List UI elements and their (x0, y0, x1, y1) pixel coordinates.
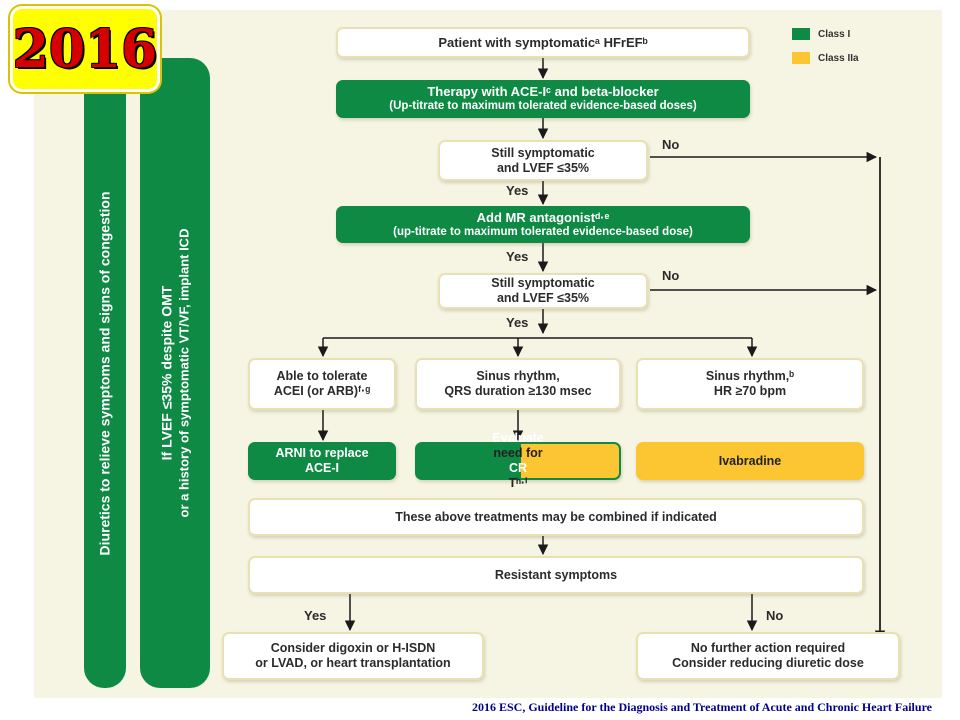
therapy-box: Therapy with ACE-Iᶜ and beta-blocker (Up… (336, 80, 750, 118)
ivabradine-text: Ivabradine (718, 453, 782, 468)
legend-class-1: Class I (792, 28, 850, 40)
crt-t: Tʰ·ⁱ (508, 476, 528, 490)
icd-text: If LVEF ≤35% despite OMT or a history of… (158, 229, 192, 518)
patient-text: Patient with symptomaticᵃ HFrEFᵇ (438, 35, 648, 50)
still1-line1: Still symptomatic (491, 145, 595, 160)
year-text: 2016 (12, 18, 158, 80)
combined-box: These above treatments may be combined i… (248, 498, 864, 536)
no-further-action-box: No further action required Consider redu… (636, 632, 900, 680)
acei-line2: ACEI (or ARB)ᶠ·ᵍ (273, 384, 371, 398)
mra-box: Add MR antagonistᵈ·ᵉ (up-titrate to maxi… (336, 206, 750, 243)
icd-text-line2: or a history of symptomatic VT/VF, impla… (176, 228, 191, 518)
therapy-line2: (Up-titrate to maximum tolerated evidenc… (389, 100, 697, 112)
legend-label: Class IIa (818, 52, 859, 64)
label-no-3: No (766, 608, 784, 623)
year-badge: 2016 (10, 6, 160, 92)
legend-label: Class I (818, 28, 851, 40)
crt-need-for: need for (493, 446, 543, 460)
arni-line1: ARNI to replace (275, 446, 369, 460)
sinus-hr-line1: Sinus rhythm,ᵇ (705, 369, 795, 383)
label-yes-4: Yes (304, 608, 327, 623)
source-caption: 2016 ESC, Guideline for the Diagnosis an… (471, 700, 932, 714)
label-no-1: No (662, 137, 680, 152)
still1-line2: and LVEF ≤35% (496, 160, 590, 175)
label-yes-1: Yes (506, 183, 529, 198)
digoxin-line2: or LVAD, or heart transplantation (255, 656, 451, 670)
crt-cr: CR (508, 461, 528, 475)
label-no-2: No (662, 268, 680, 283)
acei-line1: Able to tolerate (276, 369, 368, 383)
still-symptomatic-1-box: Still symptomatic and LVEF ≤35% (438, 140, 648, 181)
resistant-box: Resistant symptoms (248, 556, 864, 594)
still-symptomatic-2-box: Still symptomatic and LVEF ≤35% (438, 273, 648, 309)
legend-swatch-yellow (792, 52, 810, 64)
arni-line2: ACE-I (304, 461, 340, 475)
therapy-line1: Therapy with ACE-Iᶜ and beta-blocker (427, 84, 659, 99)
crt-line1: Evaluate need for (492, 431, 543, 461)
icd-sidebar: If LVEF ≤35% despite OMT or a history of… (140, 58, 210, 688)
sinus-hr-line2: HR ≥70 bpm (713, 384, 787, 398)
crt-evaluate: Evaluate (492, 431, 544, 445)
sinus-qrs-line1: Sinus rhythm, (476, 369, 560, 383)
mra-line2: (up-titrate to maximum tolerated evidenc… (393, 225, 693, 238)
combined-text: These above treatments may be combined i… (395, 509, 717, 524)
ivabradine-box: Ivabradine (636, 442, 864, 480)
legend-class-2a: Class IIa (792, 52, 859, 64)
icd-text-line1: If LVEF ≤35% despite OMT (158, 285, 174, 461)
still2-line2: and LVEF ≤35% (496, 291, 590, 305)
label-yes-3: Yes (506, 315, 529, 330)
diuretics-sidebar: Diuretics to relieve symptoms and signs … (84, 58, 126, 688)
patient-box: Patient with symptomaticᵃ HFrEFᵇ (336, 27, 750, 58)
mra-line1: Add MR antagonistᵈ·ᵉ (476, 209, 610, 225)
sinus-qrs-line2: QRS duration ≥130 msec (444, 384, 592, 398)
nofurther-line2: Consider reducing diuretic dose (672, 656, 864, 670)
legend-swatch-green (792, 28, 810, 40)
sinus-qrs-box: Sinus rhythm, QRS duration ≥130 msec (415, 358, 621, 410)
resistant-text: Resistant symptoms (494, 567, 618, 582)
digoxin-box: Consider digoxin or H-ISDN or LVAD, or h… (222, 632, 484, 680)
acei-box: Able to tolerate ACEI (or ARB)ᶠ·ᵍ (248, 358, 396, 410)
arni-box: ARNI to replace ACE-I (248, 442, 396, 480)
digoxin-line1: Consider digoxin or H-ISDN (270, 641, 436, 655)
diuretics-text: Diuretics to relieve symptoms and signs … (96, 190, 113, 556)
sinus-hr-box: Sinus rhythm,ᵇ HR ≥70 bpm (636, 358, 864, 410)
nofurther-line1: No further action required (690, 641, 846, 655)
still2-line1: Still symptomatic (491, 276, 595, 290)
label-yes-2: Yes (506, 249, 529, 264)
